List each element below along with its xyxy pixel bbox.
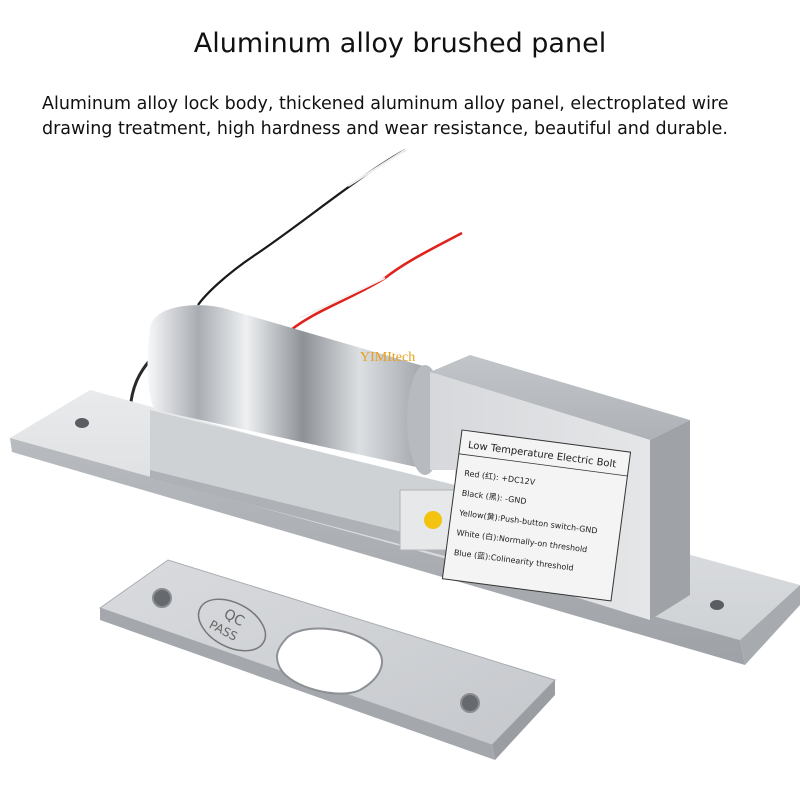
watermark: YIMItech <box>360 350 415 365</box>
screw-hole <box>75 418 89 428</box>
bolt-opening <box>276 627 383 695</box>
page-title: Aluminum alloy brushed panel <box>193 28 607 59</box>
description-text: Aluminum alloy lock body, thickened alum… <box>42 94 729 139</box>
screw-hole <box>152 588 172 608</box>
qc-pass-stamp: QC PASS <box>197 598 267 652</box>
pass-sticker <box>424 511 442 529</box>
housing-side <box>650 420 690 620</box>
device-label: Low Temperature Electric Bolt Red (红): +… <box>441 429 632 602</box>
screw-hole <box>460 693 480 713</box>
white-wire-end <box>347 149 406 187</box>
housing-top <box>430 355 690 440</box>
black-wire <box>197 149 406 306</box>
screw-hole <box>710 600 724 610</box>
white-wire <box>299 277 386 319</box>
strike-plate: QC PASS <box>98 559 556 760</box>
chrome-cylinder <box>147 305 430 470</box>
